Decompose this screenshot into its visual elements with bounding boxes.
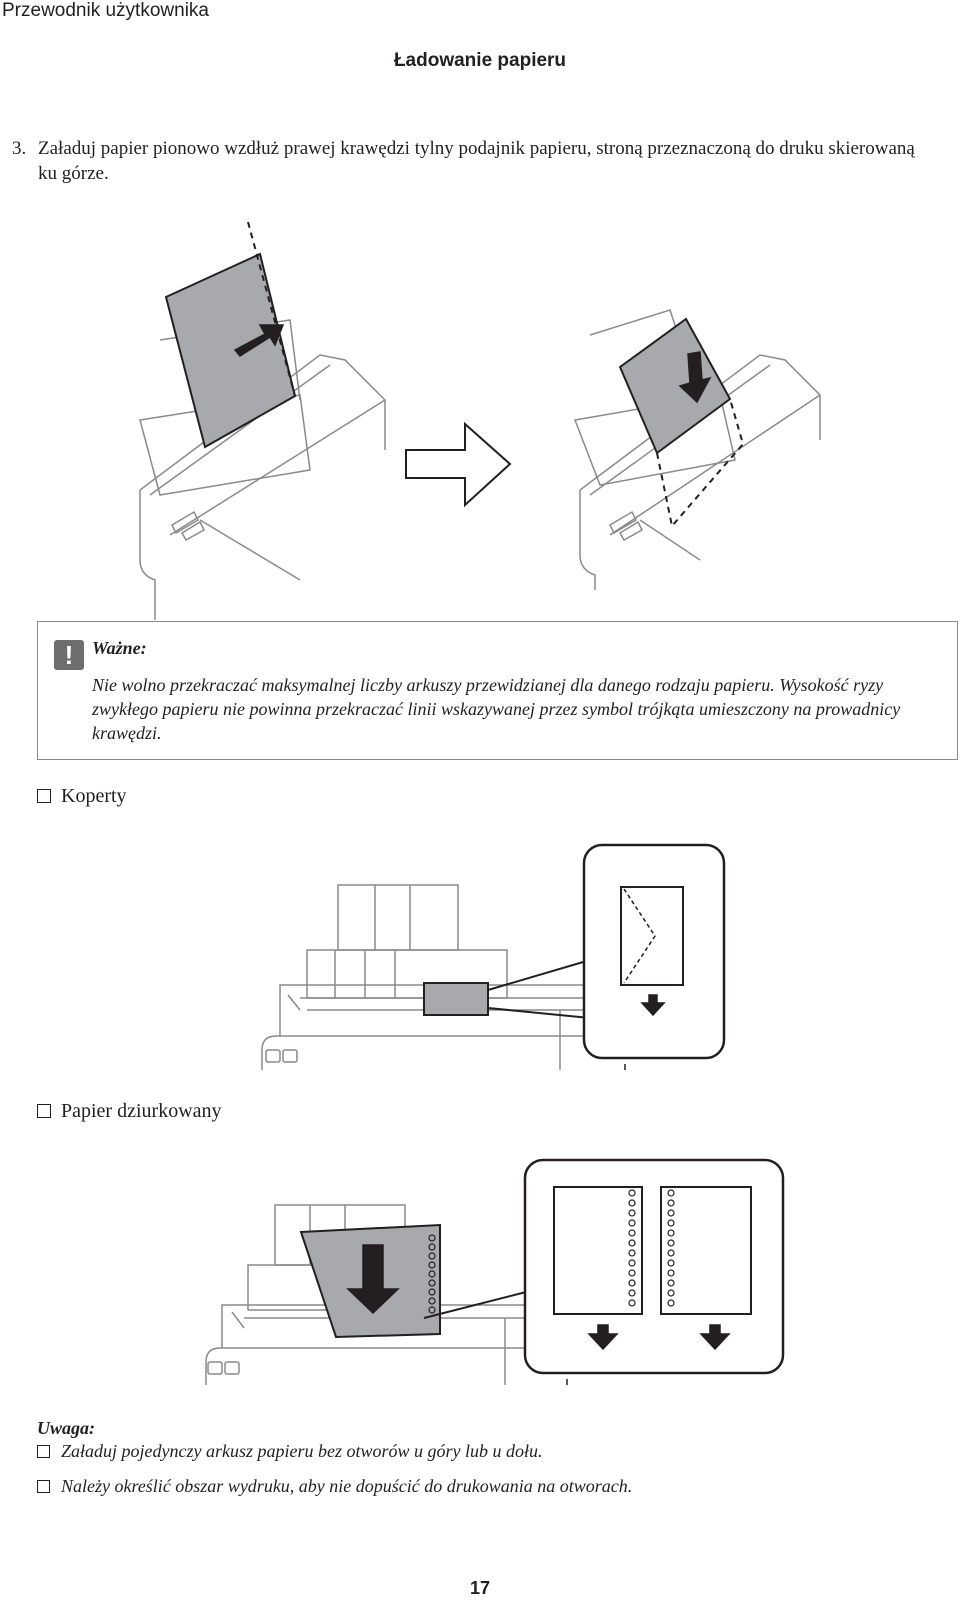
important-note-box	[37, 621, 958, 760]
bullet-punched-paper: Papier dziurkowany	[37, 1100, 222, 1123]
bullet-label: Koperty	[61, 785, 127, 807]
step-number: 3.	[12, 138, 27, 159]
important-body: Nie wolno przekraczać maksymalnej liczby…	[92, 675, 901, 743]
punched-sheet-a	[553, 1186, 643, 1315]
callout-arrow-down-b-icon	[699, 1324, 731, 1351]
tray-holes	[428, 1234, 436, 1314]
punched-sheet-b	[660, 1186, 752, 1315]
section-title: Ładowanie papieru	[393, 50, 567, 71]
page-number: 17	[469, 1578, 491, 1598]
bullet-label: Papier dziurkowany	[61, 1100, 222, 1122]
callout-holes-b	[667, 1189, 675, 1307]
callout-holes-a	[628, 1189, 636, 1307]
paper-dashed-extension	[656, 398, 745, 529]
bullet-checkbox-icon	[37, 1445, 50, 1458]
transition-arrow-icon	[405, 421, 512, 508]
arrow-down-icon	[678, 351, 712, 404]
bullet-checkbox-icon	[37, 789, 51, 803]
exclamation-icon: !	[54, 640, 84, 670]
bullet-envelopes: Koperty	[37, 785, 127, 808]
step-3: 3. Załaduj papier pionowo wzdłuż prawej …	[12, 136, 932, 186]
note-item-text: Należy określić obszar wydruku, aby nie …	[61, 1476, 633, 1496]
paper-sheet-left	[164, 252, 297, 449]
note-item: Załaduj pojedynczy arkusz papieru bez ot…	[37, 1441, 542, 1462]
paper-sheet-right	[618, 317, 732, 455]
envelope-arrow-down-icon	[640, 994, 666, 1017]
loading-figure	[139, 221, 821, 620]
guide-title: Przewodnik użytkownika	[2, 0, 209, 21]
edge-guide-line	[247, 221, 296, 397]
envelope-figure	[261, 843, 726, 1070]
envelope-sheet	[620, 886, 684, 986]
important-title: Ważne:	[92, 638, 147, 658]
callout-arrow-down-a-icon	[587, 1324, 619, 1351]
note-title: Uwaga:	[37, 1418, 95, 1438]
note-item: Należy określić obszar wydruku, aby nie …	[37, 1476, 632, 1497]
bullet-checkbox-icon	[37, 1104, 51, 1118]
envelope-on-tray	[423, 982, 489, 1016]
bullet-checkbox-icon	[37, 1480, 50, 1493]
note-item-text: Załaduj pojedynczy arkusz papieru bez ot…	[61, 1441, 543, 1461]
arrow-right-up-icon	[233, 324, 285, 357]
punched-arrow-down-icon	[346, 1244, 400, 1315]
step-text: Załaduj papier pionowo wzdłuż prawej kra…	[38, 138, 915, 184]
punched-paper-figure	[205, 1158, 785, 1385]
